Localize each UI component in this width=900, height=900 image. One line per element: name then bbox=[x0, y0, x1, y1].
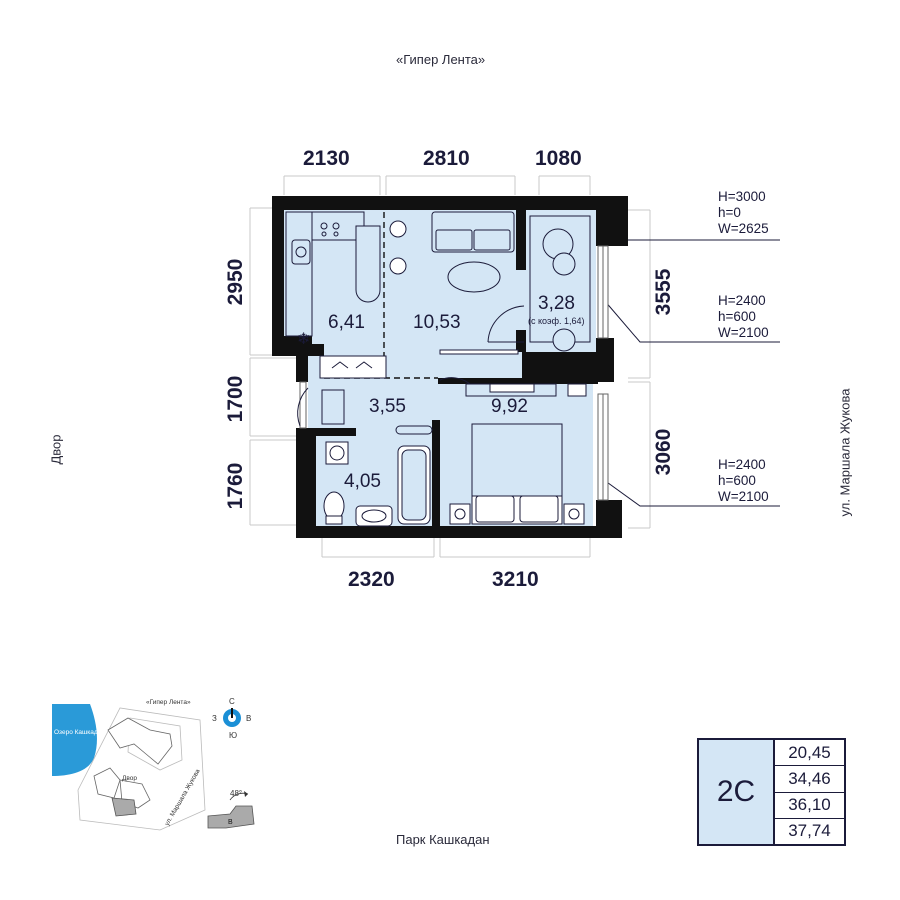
bedroom-furniture bbox=[439, 377, 587, 525]
walls bbox=[272, 196, 628, 538]
svg-text:Ю: Ю bbox=[229, 731, 237, 740]
freezer-icon: ❄ bbox=[297, 329, 310, 348]
dim-bottom-1: 2320 bbox=[348, 568, 395, 591]
site-plan: Озеро Кашкадан «Гипер Лента» Двор ул. Ма… bbox=[52, 699, 206, 831]
apartment-type: 2С bbox=[699, 740, 775, 844]
site-yard-label: Двор bbox=[122, 775, 137, 782]
svg-text:С: С bbox=[229, 697, 235, 706]
room-area-living: 10,53 bbox=[413, 312, 461, 333]
room-area-hall: 3,55 bbox=[369, 396, 406, 417]
area-value-3: 36,10 bbox=[775, 793, 844, 819]
zone-lines bbox=[324, 212, 438, 379]
rotation-angle: 48° bbox=[230, 789, 242, 798]
dim-left-3: 1760 bbox=[224, 462, 247, 510]
site-top-label: «Гипер Лента» bbox=[146, 699, 191, 706]
dim-right-2: 3060 bbox=[652, 428, 675, 476]
bathroom-fixtures bbox=[323, 425, 433, 527]
room-area-bedroom: 9,92 bbox=[491, 396, 528, 417]
lake-shape bbox=[52, 704, 97, 776]
area-list: 20,45 34,46 36,10 37,74 bbox=[775, 740, 844, 844]
area-value-4: 37,74 bbox=[788, 821, 831, 841]
site-street-label: ул. Маршала Жукова bbox=[164, 768, 202, 827]
room-area-balcony: 3,28 bbox=[538, 293, 575, 314]
street-left-label: Двор bbox=[48, 434, 64, 465]
area-value-1: 20,45 bbox=[775, 740, 844, 767]
building-key: 48° В bbox=[207, 789, 255, 829]
balcony-furniture bbox=[529, 215, 591, 352]
window-spec-1: H=3000 h=0 W=2625 bbox=[718, 189, 769, 236]
building-letter: В bbox=[228, 819, 233, 826]
dim-top-2: 2810 bbox=[423, 147, 470, 170]
site-lake-label: Озеро Кашкадан bbox=[54, 729, 105, 736]
wardrobe bbox=[297, 355, 387, 427]
svg-text:В: В bbox=[246, 714, 251, 723]
dim-bottom-2: 3210 bbox=[492, 568, 539, 591]
window-spec-2: H=2400 h=600 W=2100 bbox=[718, 293, 769, 340]
dim-right-1: 3555 bbox=[652, 268, 675, 316]
kitchen-furniture bbox=[285, 211, 407, 337]
street-top-label: «Гипер Лента» bbox=[396, 52, 486, 67]
room-area-bathroom: 4,05 bbox=[344, 471, 381, 492]
window-spec-3: H=2400 h=600 W=2100 bbox=[718, 457, 769, 504]
street-bottom-label: Парк Кашкадан bbox=[396, 832, 490, 847]
living-furniture bbox=[431, 211, 525, 355]
dim-left-2: 1700 bbox=[224, 375, 247, 423]
room-area-kitchen: 6,41 bbox=[328, 312, 365, 333]
area-value-2: 34,46 bbox=[775, 766, 844, 793]
dim-left-1: 2950 bbox=[224, 258, 247, 306]
street-right-label: ул. Маршала Жукова bbox=[837, 388, 853, 517]
svg-text:З: З bbox=[212, 714, 217, 723]
apartment-summary: 2С 20,45 34,46 36,10 37,74 bbox=[697, 738, 846, 846]
window-leader-lines bbox=[603, 239, 780, 507]
compass-icon: С Ю З В bbox=[212, 697, 251, 740]
room-note-balcony: (с коэф. 1,64) bbox=[528, 316, 585, 326]
windows bbox=[299, 245, 609, 501]
dim-top-1: 2130 bbox=[303, 147, 350, 170]
dim-top-3: 1080 bbox=[535, 147, 582, 170]
